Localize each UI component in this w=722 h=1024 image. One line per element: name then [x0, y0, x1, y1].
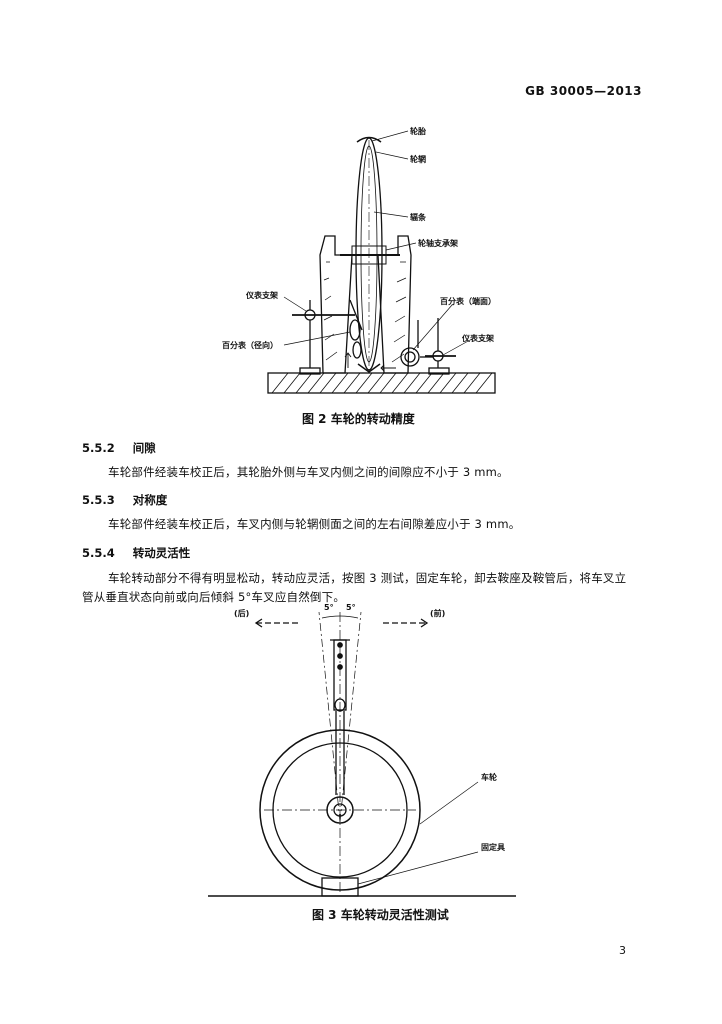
fig2-label-dial-radial: 百分表（径向） — [222, 340, 278, 350]
figure-2-caption: 图 2 车轮的转动精度 — [302, 412, 415, 426]
fig3-label-wheel: 车轮 — [481, 772, 497, 782]
fig2-label-tire: 轮胎 — [410, 126, 426, 136]
fig2-dial-end — [400, 347, 420, 367]
fig2-tire-top — [356, 136, 382, 143]
figure-3-caption: 图 3 车轮转动灵活性测试 — [312, 908, 449, 922]
fig3-fork-blades — [335, 711, 345, 795]
section-5-5-4-heading: 5.5.4 转动灵活性 — [82, 545, 190, 561]
fig2-left-support — [319, 235, 353, 374]
section-5-5-2-heading: 5.5.2 间隙 — [82, 440, 156, 456]
section-5-5-2-text: 车轮部件经装车校正后，其轮胎外侧与车叉内侧之间的间隙应不小于 3 mm。 — [108, 465, 509, 479]
section-5-5-4-text-line2: 管从垂直状态向前或向后倾斜 5°车叉应自然倒下。 — [82, 590, 346, 604]
section-5-5-4-text-line1: 车轮转动部分不得有明显松动，转动应灵活，按图 3 测试，固定车轮，卸去鞍座及鞍管… — [108, 571, 627, 585]
fig3-label-front: (前) — [430, 608, 445, 618]
fig2-label-dial-end: 百分表（端面） — [440, 296, 496, 306]
section-number: 5.5.3 — [82, 493, 115, 507]
fig2-label-spoke: 辐条 — [410, 212, 427, 222]
fig2-label-gauge-stand-left: 仪表支架 — [245, 290, 278, 300]
section-title: 间隙 — [132, 441, 156, 455]
fig3-label-angle-left: 5° — [324, 603, 334, 612]
fig2-dial-radial — [349, 319, 361, 341]
fig2-base — [267, 372, 496, 394]
fig2-base-hatch — [271, 372, 493, 394]
fig2-label-gauge-stand-right: 仪表支架 — [461, 333, 494, 343]
fig2-label-rim: 轮辋 — [410, 154, 426, 164]
page-number: 3 — [619, 944, 626, 957]
fig3-wheel — [259, 729, 421, 891]
section-5-5-3-heading: 5.5.3 对称度 — [82, 492, 167, 508]
section-number: 5.5.4 — [82, 546, 115, 560]
fig3-hub — [326, 796, 354, 824]
fig3-label-angle-right: 5° — [346, 603, 356, 612]
section-5-5-3-text: 车轮部件经装车校正后，车叉内侧与轮辋侧面之间的左右间隙差应小于 3 mm。 — [108, 517, 521, 531]
fig2-label-axle-support: 轮轴支承架 — [418, 238, 458, 248]
fig3-label-fixture: 固定具 — [481, 842, 505, 852]
section-number: 5.5.2 — [82, 441, 115, 455]
fig3-label-back: (后) — [234, 608, 249, 618]
section-title: 转动灵活性 — [132, 546, 191, 560]
standard-number: GB 30005—2013 — [525, 84, 642, 98]
fig3-fixture — [321, 877, 359, 897]
section-title: 对称度 — [132, 493, 168, 507]
